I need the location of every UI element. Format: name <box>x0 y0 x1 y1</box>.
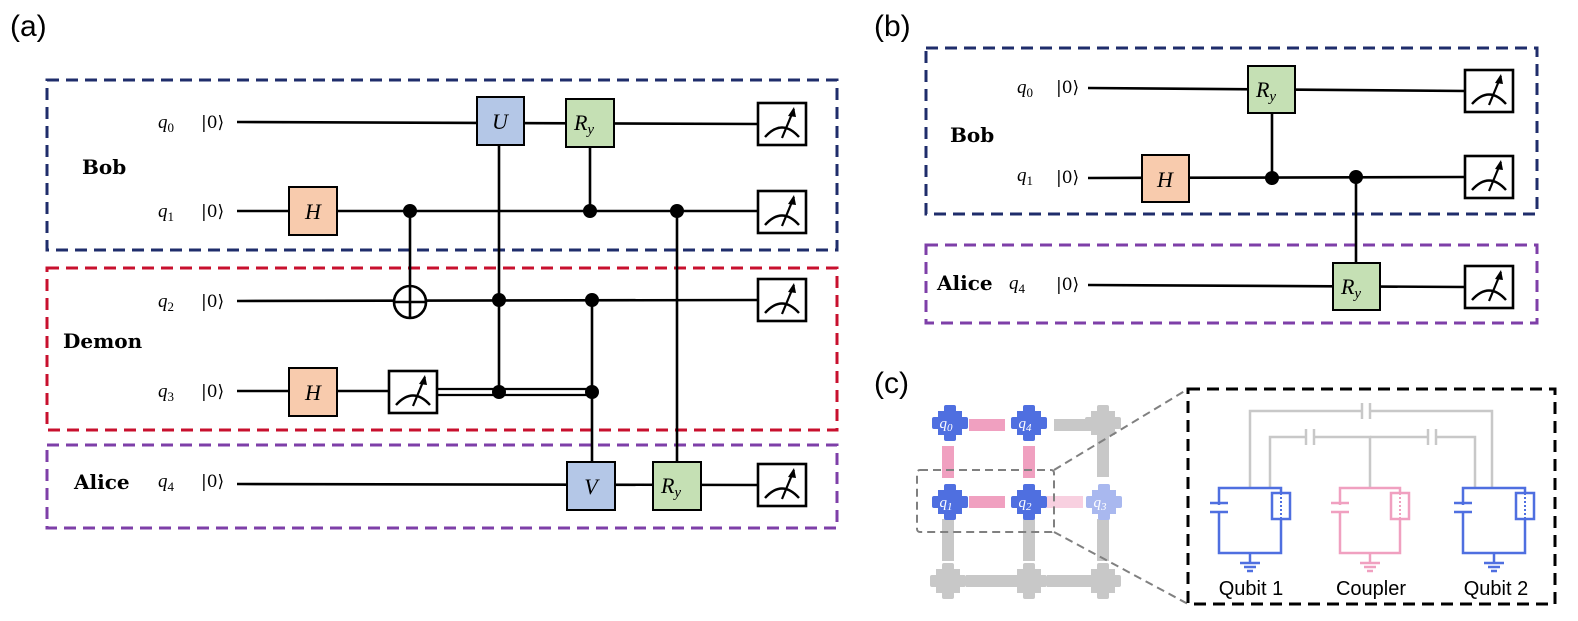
panel-b-label: (b) <box>874 10 911 43</box>
circuit-box <box>1186 387 1557 606</box>
v-gate <box>566 461 616 511</box>
control-dot <box>585 385 599 399</box>
qubit2-circuit <box>1461 486 1527 573</box>
svg-text:q0: q0 <box>940 416 954 434</box>
meter-icon <box>1463 154 1515 200</box>
meter-icon <box>756 462 808 508</box>
panel-b: (b) Bob Alice q0 q1 q4 |0⟩ |0⟩ |0⟩ H Ry … <box>874 10 1539 325</box>
init-state-q0: |0⟩ <box>201 113 224 133</box>
ry-gate-q0-b <box>1247 65 1296 114</box>
control-dot <box>403 204 417 218</box>
chip-qubit-q3: q3 <box>1086 484 1122 520</box>
svg-text:q3: q3 <box>1094 495 1108 513</box>
ry-gate-q4-b-label: Ry <box>1340 274 1361 302</box>
init-state-q2: |0⟩ <box>201 292 224 312</box>
svg-text:q4: q4 <box>1019 416 1033 434</box>
zoom-line-bottom <box>1053 531 1189 605</box>
control-dot <box>670 204 684 218</box>
init-state-q3: |0⟩ <box>201 382 224 402</box>
coupler-circuit <box>1338 486 1402 573</box>
h-gate-q1-label: H <box>304 199 322 224</box>
party-alice-b: Alice <box>936 271 993 295</box>
chip-qubit-q2: q2 <box>1011 484 1047 520</box>
qubit-label-q1-b: q1 <box>1017 165 1033 188</box>
h-gate-b-label: H <box>1156 167 1174 192</box>
ry-gate-q0-label: Ry <box>573 110 594 138</box>
bob-box <box>45 78 839 252</box>
meter-icon <box>1463 264 1515 310</box>
u-gate <box>476 96 525 146</box>
zoom-line-top <box>1053 388 1189 471</box>
panel-c: (c) q0 <box>874 367 1557 606</box>
meter-icon <box>387 369 439 415</box>
meter-icon <box>756 277 808 323</box>
party-demon: Demon <box>63 329 143 353</box>
wire-q4-b <box>1087 283 1467 289</box>
zoom-region <box>916 469 1055 533</box>
h-gate-q3-label: H <box>304 380 322 405</box>
qubit-label-q4-b: q4 <box>1009 273 1026 296</box>
h-gate-q3 <box>288 367 338 417</box>
alice-box-b <box>924 243 1539 325</box>
qubit-label-q4: q4 <box>158 471 175 494</box>
active-couplers <box>942 419 1083 508</box>
qubit-label-q1: q1 <box>158 201 174 224</box>
meter-icon <box>756 189 808 235</box>
init-state-q1-b: |0⟩ <box>1056 168 1079 188</box>
party-alice: Alice <box>73 470 130 494</box>
ry-gate-q0 <box>565 98 615 148</box>
qubit-label-q0: q0 <box>158 112 174 135</box>
v-gate-label: V <box>584 474 600 499</box>
coupling-network <box>1248 403 1494 488</box>
control-dot <box>583 204 597 218</box>
init-state-q4-b: |0⟩ <box>1056 275 1079 295</box>
chip-qubit-q1: q1 <box>932 484 968 520</box>
u-gate-label: U <box>492 109 510 134</box>
panel-a-label: (a) <box>10 10 47 43</box>
control-dot <box>1265 171 1279 185</box>
control-dot <box>492 385 506 399</box>
qubit-label-q3: q3 <box>158 381 174 404</box>
init-state-q0-b: |0⟩ <box>1056 78 1079 98</box>
party-bob-b: Bob <box>950 123 994 147</box>
meter-icon <box>756 101 808 147</box>
ry-gate-q4 <box>652 461 702 511</box>
label-coupler: Coupler <box>1336 578 1406 600</box>
qubit1-circuit <box>1217 486 1283 573</box>
qubit-label-q0-b: q0 <box>1017 77 1033 100</box>
control-dot <box>492 293 506 307</box>
panel-c-label: (c) <box>874 367 909 400</box>
svg-text:q1: q1 <box>940 495 953 513</box>
bob-box-b <box>924 46 1539 216</box>
meter-icon <box>1463 68 1515 114</box>
init-state-q4: |0⟩ <box>201 472 224 492</box>
label-qubit1: Qubit 1 <box>1219 578 1283 600</box>
cnot-target <box>392 284 428 320</box>
chip-qubit-q0: q0 <box>932 405 968 441</box>
ry-gate-q4-b <box>1332 262 1381 311</box>
party-bob: Bob <box>82 155 126 179</box>
capacitor-gap <box>1211 505 1227 511</box>
init-state-q1: |0⟩ <box>201 202 224 222</box>
ry-gate-q4-label: Ry <box>660 473 681 501</box>
qubit-label-q2: q2 <box>158 291 174 314</box>
ry-gate-q0-b-label: Ry <box>1255 77 1276 105</box>
svg-text:q2: q2 <box>1019 495 1033 513</box>
panel-a: (a) Bob Demon Alice q0 q1 q2 q3 q4 |0⟩ |… <box>10 10 839 530</box>
label-qubit2: Qubit 2 <box>1464 578 1528 600</box>
control-dot <box>1349 170 1363 184</box>
chip-qubit-q4: q4 <box>1011 405 1047 441</box>
inactive-couplers <box>942 419 1109 587</box>
control-dot <box>585 293 599 307</box>
h-gate-b <box>1141 154 1190 203</box>
h-gate-q1 <box>288 186 338 236</box>
